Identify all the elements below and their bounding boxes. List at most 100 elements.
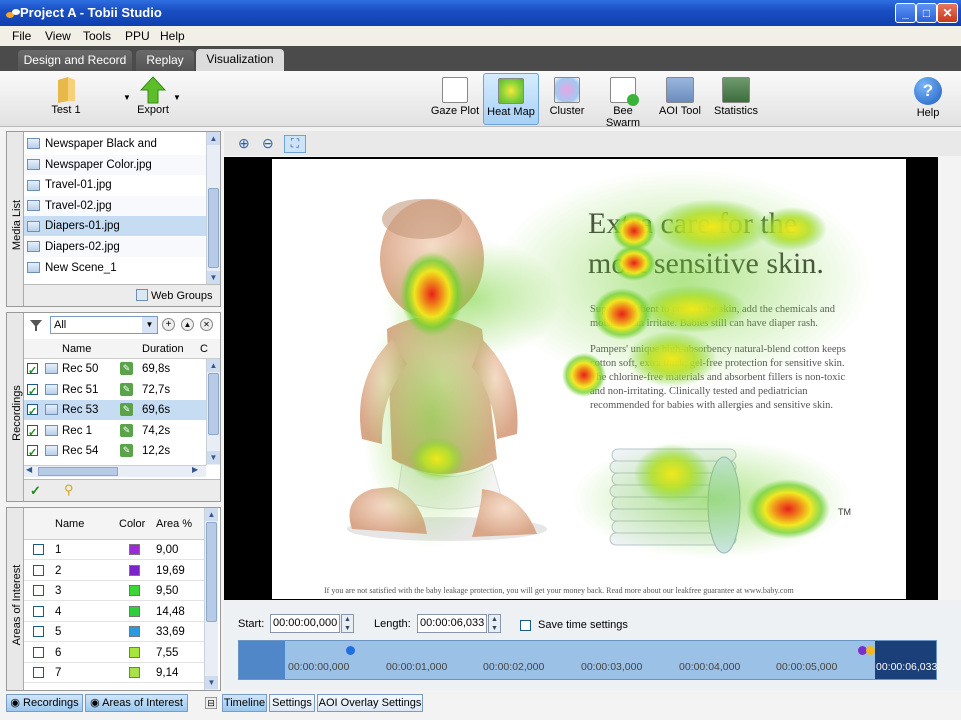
scroll-thumb[interactable] [206,522,217,622]
length-time-input[interactable]: 00:00:06,033 [417,614,487,633]
recordings-hscrollbar[interactable]: ◀ ▶ [24,465,206,477]
minimize-button[interactable]: _ [895,3,916,23]
zoom-out-icon[interactable]: ⊖ [262,135,274,151]
scroll-up-icon[interactable]: ▲ [207,359,220,372]
menu-file[interactable]: File [12,29,32,43]
aoi-checkbox[interactable] [33,544,44,555]
recording-row[interactable]: Rec 51✎72,7s [24,379,206,402]
tab-visualization[interactable]: Visualization [196,49,284,71]
start-time-spinner[interactable]: ▲▼ [341,614,354,633]
aoi-checkbox[interactable] [33,626,44,637]
key-icon[interactable]: ⚲ [64,482,74,497]
aoi-checkbox[interactable] [33,564,44,576]
media-list-item[interactable]: Travel-01.jpg [24,175,206,196]
recording-checkbox[interactable] [27,402,38,422]
statistics-button[interactable]: Statistics [711,73,761,117]
recording-row[interactable]: Rec 50✎69,8s [24,359,206,381]
media-list-item[interactable]: Diapers-02.jpg [24,237,206,257]
tab-timeline[interactable]: Timeline [222,694,267,712]
length-time-spinner[interactable]: ▲▼ [488,614,501,633]
chevron-down-icon[interactable]: ▼ [142,317,157,333]
media-list-item[interactable]: Newspaper Color.jpg [24,154,206,175]
gaze-plot-button[interactable]: Gaze Plot [430,73,480,117]
column-name[interactable]: Name [62,343,92,355]
zoom-in-icon[interactable]: ⊕ [238,135,250,151]
end-marker-icon[interactable] [866,646,875,655]
recording-checkbox[interactable] [27,361,38,381]
aoi-color-swatch[interactable] [129,544,140,555]
menu-view[interactable]: View [45,29,71,43]
tab-design-and-record[interactable]: Design and Record [18,50,132,71]
tab-recordings[interactable]: ◉ Recordings [6,694,83,712]
heat-map-button[interactable]: Heat Map [483,73,539,125]
export-button[interactable]: Export [133,73,173,116]
aoi-column-color[interactable]: Color [119,518,146,530]
add-filter-icon[interactable]: + [162,318,175,331]
menu-help[interactable]: Help [160,29,185,43]
recording-row[interactable]: Rec 1✎74,2s [24,420,206,443]
aoi-checkbox[interactable] [33,667,44,678]
aoi-checkbox[interactable] [33,646,44,658]
start-time-input[interactable]: 00:00:00,000 [270,614,340,633]
menu-tools[interactable]: Tools [83,29,112,43]
collapse-panel-icon[interactable]: ⊟ [205,697,217,709]
scroll-down-icon[interactable]: ▼ [207,271,220,284]
recording-checkbox[interactable] [27,382,38,402]
aoi-color-swatch[interactable] [129,564,140,576]
tab-replay[interactable]: Replay [136,50,194,71]
bee-swarm-button[interactable]: Bee Swarm [595,73,651,129]
export-dropdown-arrow-icon[interactable]: ▼ [173,93,181,102]
recording-filter-select[interactable]: All ▼ [50,316,158,334]
aoi-checkbox[interactable] [33,605,44,617]
check-all-icon[interactable]: ✓ [30,483,41,498]
aoi-checkbox[interactable] [33,585,44,596]
aoi-column-name[interactable]: Name [55,518,85,530]
aoi-color-swatch[interactable] [129,626,140,637]
aoi-column-area[interactable]: Area % [156,518,193,530]
recording-row[interactable]: Rec 53✎69,6s [24,400,206,422]
scroll-thumb[interactable] [208,373,219,435]
column-duration[interactable]: Duration [142,343,184,355]
save-time-settings-checkbox[interactable] [520,619,531,631]
scroll-thumb[interactable] [208,188,219,268]
column-c[interactable]: C [200,343,208,355]
heatmap-viewer[interactable]: Extra care for the most sensitive skin. … [224,157,938,600]
aoi-color-swatch[interactable] [129,605,140,617]
test-selector-button[interactable]: Test 1 [44,73,88,116]
edit-filter-icon[interactable]: ▲ [181,318,194,331]
media-list-item[interactable]: Newspaper Black and White.jpg [24,134,206,170]
aoi-scrollbar[interactable]: ▲ ▼ [204,508,218,690]
playhead-marker-icon[interactable] [346,646,355,655]
scroll-down-icon[interactable]: ▼ [207,451,220,464]
aoi-color-swatch[interactable] [129,585,140,596]
scroll-down-icon[interactable]: ▼ [205,676,218,689]
fit-to-window-icon[interactable]: ⛶ [284,135,306,153]
media-list-item[interactable]: New Scene_1 [24,257,206,278]
maximize-button[interactable]: □ [916,3,937,23]
aoi-color-swatch[interactable] [129,667,140,678]
timeline-track[interactable]: 00:00:00,000 00:00:01,000 00:00:02,000 0… [238,640,937,680]
media-list-item[interactable]: Diapers-01.jpg [24,216,206,237]
tab-areas-of-interest[interactable]: ◉ Areas of Interest [85,694,188,712]
aoi-color-swatch[interactable] [129,646,140,658]
event-marker-icon[interactable] [858,646,867,655]
help-button[interactable]: ? Help [908,73,948,119]
recording-checkbox[interactable] [27,423,38,443]
scroll-up-icon[interactable]: ▲ [207,132,220,145]
media-list-item[interactable]: Travel-02.jpg [24,195,206,216]
recordings-scrollbar[interactable]: ▲ ▼ [206,359,220,465]
recording-checkbox[interactable] [27,443,38,463]
aoi-tool-button[interactable]: AOI Tool [656,73,704,117]
tab-aoi-overlay-settings[interactable]: AOI Overlay Settings [317,694,423,712]
cluster-button[interactable]: Cluster [545,73,589,117]
scroll-up-icon[interactable]: ▲ [205,508,218,521]
test-dropdown-arrow-icon[interactable]: ▼ [123,93,131,102]
close-button[interactable]: ✕ [937,3,958,23]
